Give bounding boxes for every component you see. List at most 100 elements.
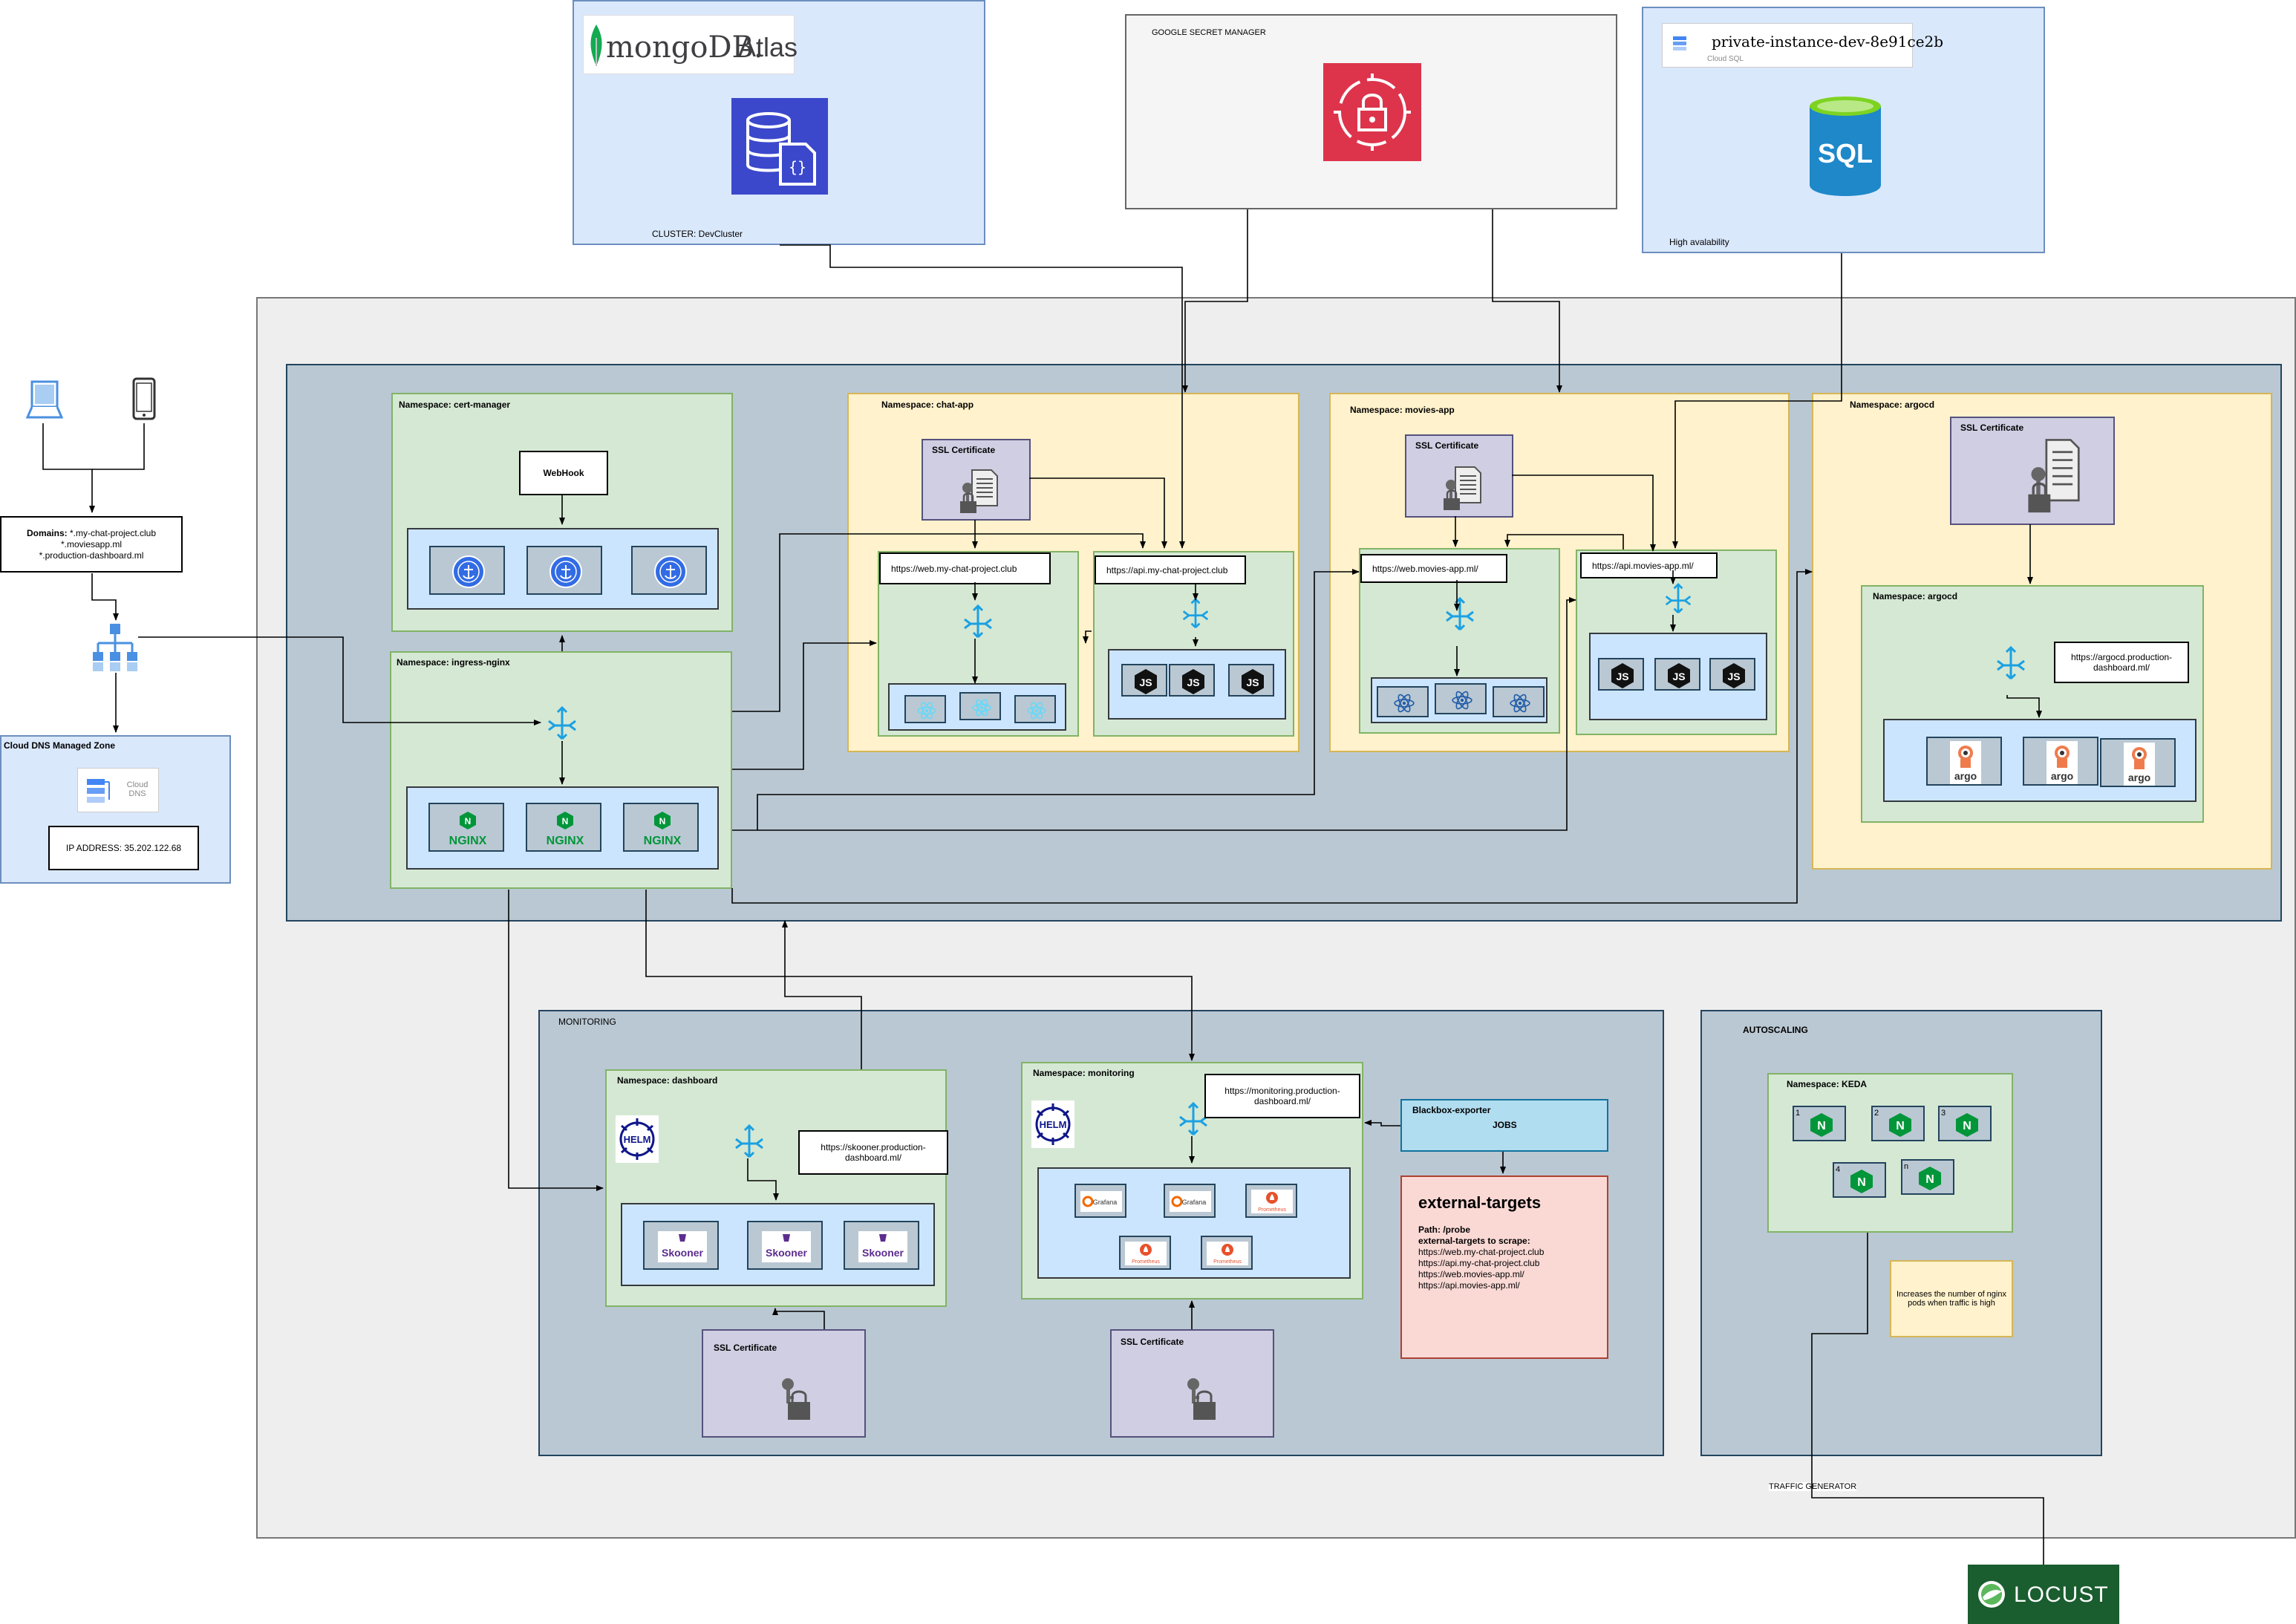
svg-text:N: N — [1817, 1120, 1826, 1132]
domain-chat: *.my-chat-project.club — [69, 528, 157, 538]
grafana-icon: Grafana — [1080, 1191, 1122, 1212]
svg-text:JS: JS — [1139, 676, 1152, 688]
skooner-pod-1: Skooner — [643, 1221, 719, 1270]
mongodb-leaf-icon — [590, 25, 602, 66]
prometheus-pod-1: Prometheus — [1245, 1184, 1297, 1218]
cloud-dns-zone: Cloud DNS Managed Zone Cloud DNS IP ADDR… — [0, 735, 231, 884]
external-targets: external-targets Path: /probe external-t… — [1400, 1175, 1608, 1359]
skooner-url: https://skooner.production-dashboard.ml/ — [798, 1130, 948, 1175]
nodejs-icon: JS — [1182, 669, 1204, 694]
dashboard-ssl-certificate: SSL Certificate — [702, 1329, 866, 1438]
react-icon — [917, 702, 936, 720]
svg-text:Grafana: Grafana — [1093, 1199, 1118, 1206]
svg-text:N: N — [659, 816, 666, 826]
locust-icon — [1978, 1581, 2005, 1608]
react-icon — [1027, 702, 1046, 720]
movies-app-ssl-label: SSL Certificate — [1415, 440, 1479, 451]
secret-manager-title: GOOGLE SECRET MANAGER — [1152, 28, 1266, 37]
chat-api-pods: JS JS JS — [1108, 649, 1286, 720]
prometheus-pod-2: Prometheus — [1119, 1236, 1171, 1270]
mongodb-logo: mongoDB. Atlas — [583, 15, 798, 74]
namespace-movies-app: Namespace: movies-app SSL Certificate ht… — [1329, 393, 1790, 752]
chat-web-url: https://web.my-chat-project.club — [879, 552, 1051, 584]
react-pod-1 — [904, 695, 946, 723]
svg-text:argo: argo — [1954, 770, 1977, 782]
movies-web-pods — [1371, 677, 1547, 723]
argo-icon: argo — [1950, 741, 1981, 784]
sql-icon-text: SQL — [1818, 138, 1873, 169]
svg-text:JS: JS — [1187, 676, 1199, 688]
prometheus-icon: Prometheus — [1207, 1242, 1248, 1265]
keda-title: Namespace: KEDA — [1787, 1079, 1868, 1089]
cert-manager-icon — [654, 555, 687, 588]
argocd-inner-title: Namespace: argocd — [1873, 591, 1958, 601]
mongodb-atlas-panel: mongoDB. Atlas {} CLUSTER: DevCluster — [573, 0, 985, 245]
nodejs-pod-3: JS — [1228, 664, 1274, 697]
monitoring-ssl-label: SSL Certificate — [1121, 1337, 1184, 1347]
target-url: https://web.movies-app.ml/ — [1418, 1269, 1524, 1279]
argocd-inner-namespace: Namespace: argocd https://argocd.product… — [1861, 585, 2204, 823]
cloud-dns-icon — [87, 779, 110, 803]
lock-key-icon — [782, 1378, 810, 1420]
scrape-label: external-targets to scrape: — [1418, 1236, 1530, 1246]
pod-number: n — [1904, 1162, 1909, 1171]
svg-text:JS: JS — [1616, 671, 1628, 682]
react-icon — [1452, 691, 1472, 710]
chat-app-web-service: https://web.my-chat-project.club — [878, 551, 1079, 737]
autoscaling-title: AUTOSCALING — [1743, 1025, 1808, 1035]
svg-text:argo: argo — [2128, 772, 2150, 783]
cert-manager-pod-1 — [429, 546, 505, 595]
dashboard-title: Namespace: dashboard — [617, 1075, 718, 1086]
mongodb-logo-suffix: Atlas — [738, 32, 798, 62]
cert-manager-icon — [452, 555, 485, 588]
mobile-phone-icon — [132, 377, 156, 420]
ingress-icon — [735, 1124, 763, 1158]
movies-app-web-service: https://web.movies-app.ml/ — [1359, 548, 1560, 734]
domains-label: Domains: — [26, 528, 68, 538]
argocd-ssl-label: SSL Certificate — [1960, 423, 2024, 433]
svg-text:Prometheus: Prometheus — [1258, 1207, 1286, 1213]
load-balancer-icon — [93, 624, 137, 671]
lock-key-icon — [1187, 1378, 1216, 1420]
argocd-title: Namespace: argocd — [1850, 400, 1935, 410]
react-icon — [972, 699, 991, 717]
cloud-dns-zone-title: Cloud DNS Managed Zone — [4, 740, 115, 751]
ingress-nginx-title: Namespace: ingress-nginx — [397, 657, 510, 668]
nodejs-icon: JS — [1242, 669, 1264, 694]
argocd-url: https://argocd.production-dashboard.ml/ — [2054, 642, 2189, 683]
namespace-monitoring: Namespace: monitoring HELM https://monit… — [1021, 1062, 1363, 1299]
nginx-icon: N — [1919, 1167, 1941, 1190]
prometheus-pod-3: Prometheus — [1201, 1236, 1253, 1270]
dashboard-pods: Skooner Skooner Skooner — [621, 1203, 935, 1286]
react-pod-1 — [1377, 686, 1429, 717]
nodejs-pod-3: JS — [1709, 658, 1755, 691]
blackbox-title: Blackbox-exporter — [1412, 1105, 1491, 1115]
svg-text:N: N — [1925, 1173, 1934, 1186]
svg-text:Grafana: Grafana — [1182, 1199, 1207, 1206]
svg-text:N: N — [465, 816, 472, 826]
argo-icon: argo — [2046, 741, 2078, 784]
svg-text:JS: JS — [1246, 676, 1259, 688]
cloud-dns-card: Cloud DNS — [77, 768, 159, 812]
cert-manager-icon — [549, 555, 582, 588]
namespace-chat-app: Namespace: chat-app SSL Certificate http… — [847, 393, 1299, 752]
nodejs-icon: JS — [1723, 663, 1745, 688]
cloud-sql-panel: private-instance-dev-8e91ce2b Cloud SQL … — [1642, 7, 2045, 253]
movies-app-title: Namespace: movies-app — [1350, 405, 1455, 415]
ingress-icon — [1179, 1101, 1207, 1136]
react-pod-3 — [1014, 695, 1056, 723]
nodejs-pod-1: JS — [1121, 664, 1167, 697]
svg-text:N: N — [1857, 1176, 1866, 1189]
certificate-key-icon — [1444, 466, 1481, 510]
svg-text:{}: {} — [789, 158, 806, 176]
svg-text:JS: JS — [1727, 671, 1740, 682]
